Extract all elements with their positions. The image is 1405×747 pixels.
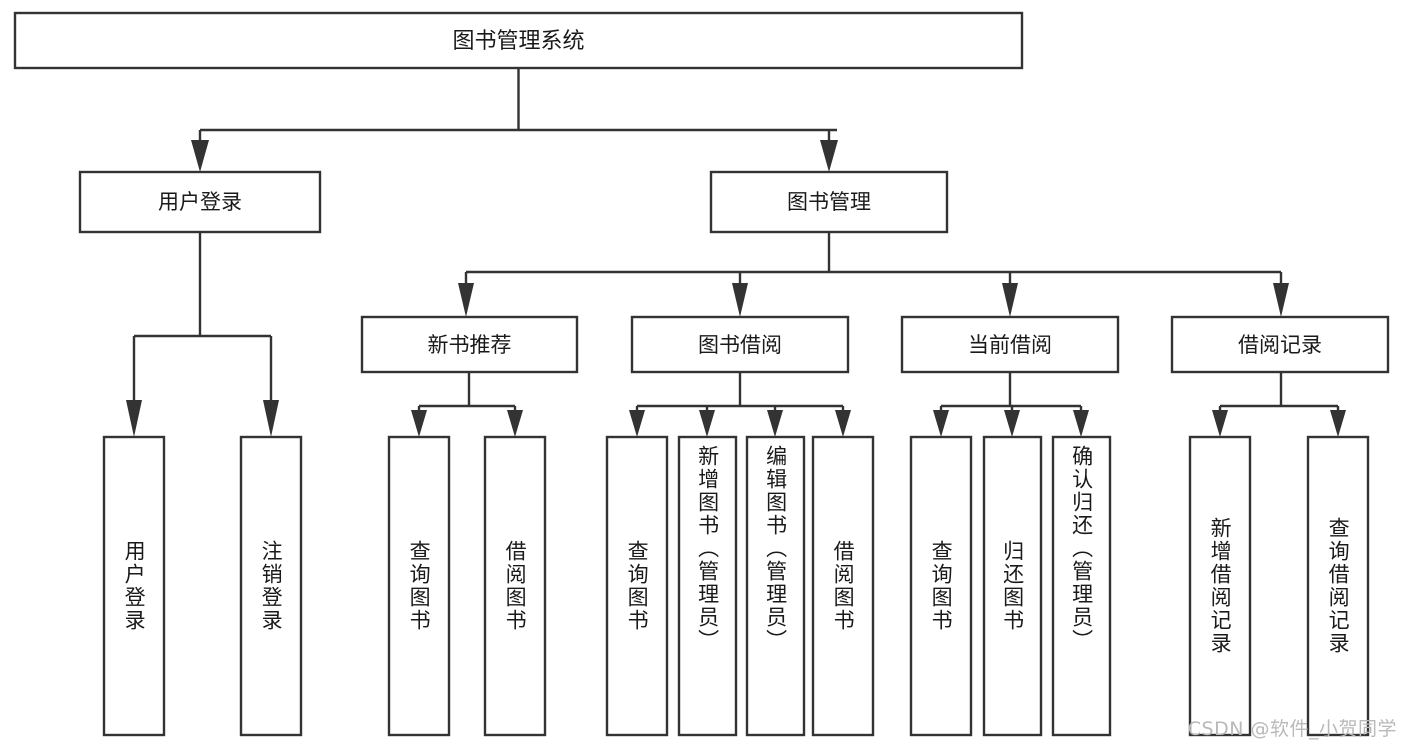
node-leaf-add-record-box[interactable] — [1188, 435, 1252, 737]
node-new-book-recommend-label: 新书推荐 — [428, 333, 512, 357]
node-leaf-query-book-2-box[interactable] — [605, 435, 669, 737]
node-user-login[interactable]: 用户登录 — [78, 170, 322, 234]
node-current-borrow-label: 当前借阅 — [968, 333, 1052, 357]
arrow-head-leaf-borrow-book-2 — [835, 410, 851, 437]
watermark: CSDN @软件_小贺同学 — [1187, 718, 1397, 740]
node-current-borrow-box[interactable] — [900, 315, 1120, 374]
arrow-head-current-borrow — [1002, 283, 1018, 317]
node-book-management[interactable]: 图书管理 — [709, 170, 949, 234]
node-leaf-add-book-box[interactable] — [677, 435, 738, 737]
connector-group-borrow-record — [1212, 372, 1346, 437]
arrow-head-leaf-confirm-return — [1073, 410, 1089, 437]
arrow-head-leaf-return-book — [1004, 410, 1020, 437]
node-new-book-recommend-box[interactable] — [360, 315, 579, 374]
node-borrow-record-box[interactable] — [1170, 315, 1390, 374]
node-borrow-record-label: 借阅记录 — [1238, 333, 1322, 357]
arrow-head-book-borrow — [732, 283, 748, 317]
node-leaf-return-book-box[interactable] — [982, 435, 1043, 737]
node-leaf-query-book-1-box[interactable] — [387, 435, 451, 737]
node-leaf-borrow-book-2-box[interactable] — [811, 435, 875, 737]
node-current-borrow[interactable]: 当前借阅 — [900, 315, 1120, 374]
arrow-head-new-book-recommend — [458, 283, 474, 317]
connector-group-new-book-recommend — [411, 372, 523, 437]
node-leaf-edit-book-box[interactable] — [745, 435, 806, 737]
node-book-management-box[interactable] — [709, 170, 949, 234]
node-user-login-label: 用户登录 — [158, 190, 242, 214]
node-leaf-borrow-book-1-box[interactable] — [483, 435, 547, 737]
connector-group-current-borrow — [933, 372, 1089, 437]
arrow-head-leaf-user-login — [126, 400, 142, 437]
node-leaf-query-book-3-box[interactable] — [909, 435, 973, 737]
node-root-label: 图书管理系统 — [452, 29, 584, 54]
node-book-management-label: 图书管理 — [787, 190, 871, 214]
node-user-login-box[interactable] — [78, 170, 322, 234]
arrow-head-leaf-query-book-1 — [411, 410, 427, 437]
arrow-head-leaf-add-record — [1212, 410, 1228, 437]
arrow-head-leaf-edit-book — [767, 410, 783, 437]
arrow-head-leaf-query-book-2 — [629, 410, 645, 437]
arrow-head-book-management — [820, 140, 838, 172]
connector-group-book-borrow — [629, 372, 851, 437]
arrow-head-borrow-record — [1273, 283, 1289, 317]
arrow-head-user-login — [191, 140, 209, 172]
arrow-head-leaf-borrow-book-1 — [507, 410, 523, 437]
node-leaf-logout-box[interactable] — [239, 435, 303, 737]
node-book-borrow[interactable]: 图书借阅 — [630, 315, 850, 374]
node-book-borrow-label: 图书借阅 — [698, 333, 782, 357]
node-leaf-query-record-box[interactable] — [1306, 435, 1370, 737]
arrow-head-leaf-add-book — [699, 410, 715, 437]
node-leaf-confirm-return-box[interactable] — [1051, 435, 1112, 737]
node-new-book-recommend[interactable]: 新书推荐 — [360, 315, 579, 374]
leaf-boxes — [102, 435, 1370, 737]
arrow-head-leaf-query-record — [1330, 410, 1346, 437]
connector-group-root — [191, 68, 838, 172]
node-root-box[interactable] — [13, 11, 1024, 70]
node-root[interactable]: 图书管理系统 — [13, 11, 1024, 70]
node-book-borrow-box[interactable] — [630, 315, 850, 374]
connector-group-book-management — [458, 232, 1289, 317]
arrow-head-leaf-query-book-3 — [933, 410, 949, 437]
arrow-head-leaf-logout — [263, 400, 279, 437]
node-borrow-record[interactable]: 借阅记录 — [1170, 315, 1390, 374]
connector-group-user-login — [126, 232, 279, 437]
node-leaf-user-login-box[interactable] — [102, 435, 166, 737]
